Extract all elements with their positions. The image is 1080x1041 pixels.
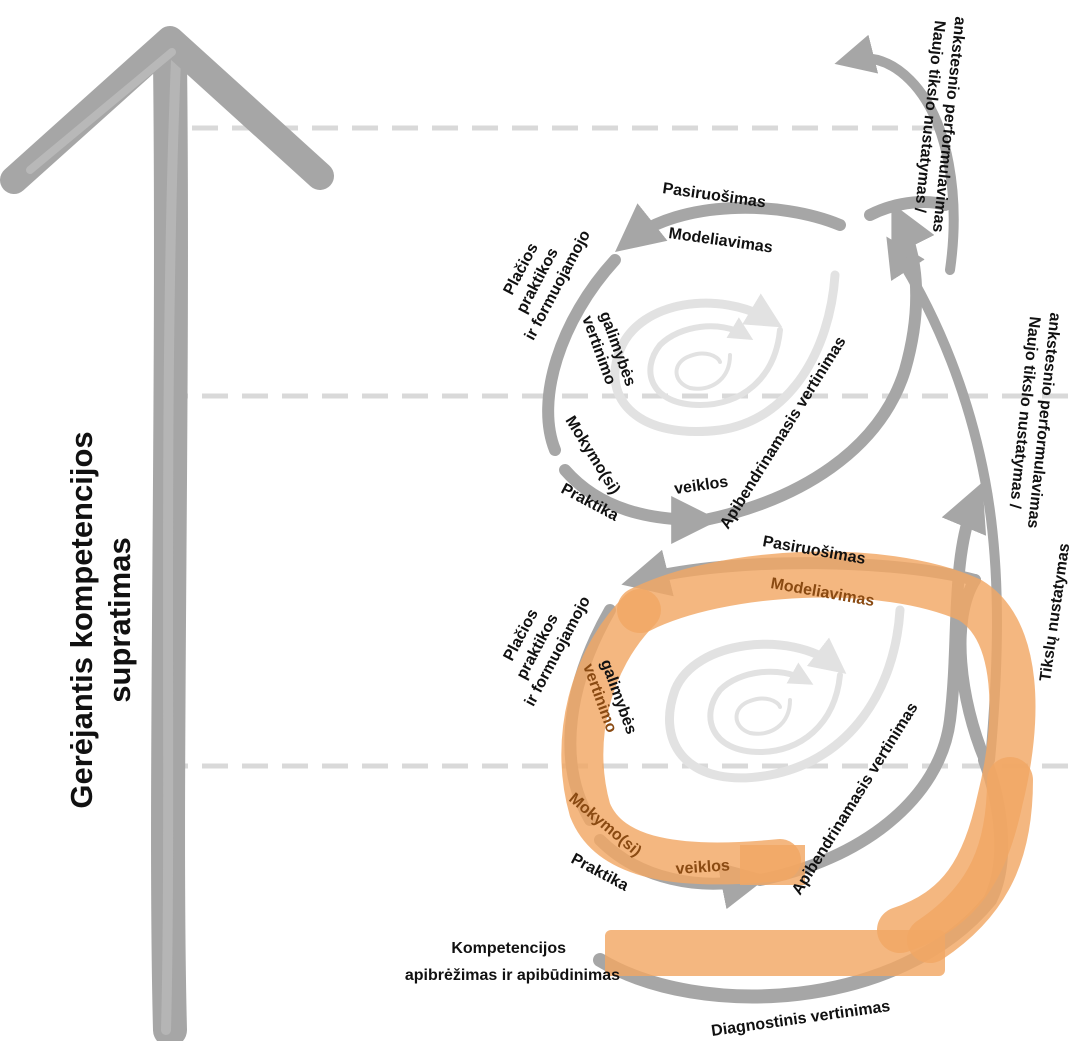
diagnostic-label: Diagnostinis vertinimas	[710, 998, 891, 1040]
goal-setting-label: Tikslų nustatymas	[1037, 542, 1073, 682]
axis-title-line2: supratimas	[102, 537, 137, 702]
lower-activities-label: veiklos	[675, 857, 730, 878]
axis-title-line1: Gerėjantis kompetencijos	[64, 431, 99, 808]
arc-upper-top	[614, 201, 846, 252]
start-label-line1: Kompetencijos	[451, 940, 566, 957]
faint-inner-spiral-upper	[610, 270, 840, 436]
arc-new-goal-top	[834, 34, 959, 275]
orange-highlight	[561, 551, 1036, 976]
faint-inner-spiral-lower	[665, 605, 905, 783]
arc-upper-left	[542, 254, 621, 456]
upper-modeling-label: Modeliavimas	[667, 225, 773, 256]
upper-assessment-opportunities: vertinimo galimybės	[578, 309, 638, 388]
vertical-axis-arrow	[0, 26, 334, 1041]
axis-title: Gerėjantis kompetencijos supratimas	[64, 431, 137, 808]
upper-summative-label: Apibendrinamasis vertinimas	[717, 334, 850, 532]
start-label: Kompetencijos apibrėžimas ir apibūdinima…	[405, 940, 620, 984]
arc-upper-bottom	[559, 464, 720, 544]
start-label-line2: apibrėžimas ir apibūdinimas	[405, 967, 620, 984]
mid-new-goal: Naujo tikslo nustatymas / ankstesnio per…	[1006, 312, 1064, 530]
upper-activities-label: veiklos	[673, 474, 729, 498]
arc-lower-summative	[754, 482, 987, 886]
arc-upper-summative	[699, 202, 935, 526]
